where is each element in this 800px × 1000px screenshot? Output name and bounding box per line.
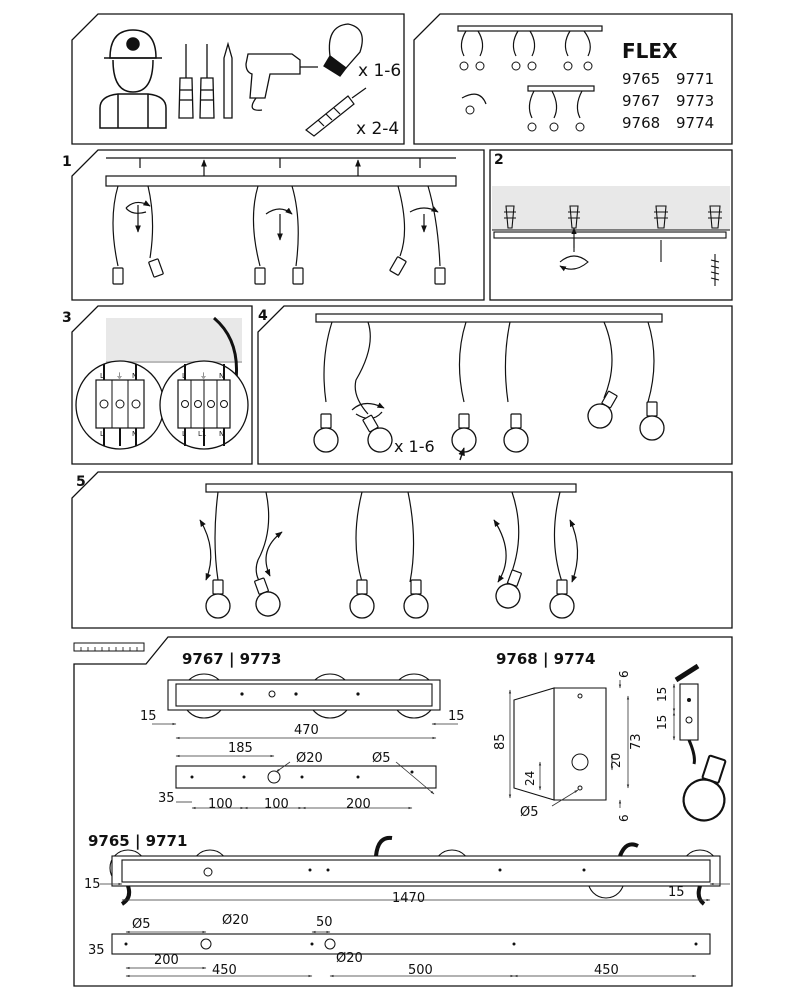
lamp-preview-3 [461, 85, 595, 119]
dimension-label: 35 [88, 943, 105, 958]
dimension-label: 185 [228, 741, 253, 756]
tools-panel: x 1-6 x 2-4 [71, 13, 405, 145]
dimension-label: 15 [84, 877, 101, 892]
dimension-label: 450 [212, 963, 237, 978]
dimension-label: 100 [264, 797, 289, 812]
wiring-detail-2: L ⏚ N L L1 N [159, 360, 249, 450]
step-1-panel: 1 [62, 149, 485, 301]
terminal-label: L [100, 430, 104, 438]
screwdriver-icon [178, 44, 215, 119]
drill-icon [245, 53, 318, 111]
product-name: FLEX [622, 39, 678, 63]
dimension-label: Ø5 [520, 805, 539, 820]
dimension-label: 24 [523, 771, 537, 786]
step-number: 5 [76, 474, 86, 490]
product-code: 9773 [676, 92, 714, 110]
step-3-panel: 3 L ⏚ N L N L ⏚ N L L1 N [62, 305, 253, 465]
step-2-panel: 2 [489, 149, 733, 301]
dimension-label: Ø20 [296, 751, 323, 766]
terminal-label: L [182, 430, 186, 438]
dimension-label: 15 [655, 687, 669, 702]
bulb-quantity: x 1-6 [358, 61, 401, 81]
terminal-label: ⏚ [116, 372, 123, 380]
product-code: 9765 [622, 70, 660, 88]
terminal-label: N [132, 430, 137, 438]
dimension-label: 200 [154, 953, 179, 968]
lamp-preview-6 [457, 25, 603, 57]
dimension-label: 50 [316, 915, 333, 930]
model-title: 9768 | 9774 [496, 650, 595, 669]
terminal-label: N [219, 372, 224, 380]
bulb-quantity: x 1-6 [394, 437, 435, 456]
dimension-label: 200 [346, 797, 371, 812]
terminal-label: L1 [198, 430, 206, 438]
pencil-icon [223, 41, 233, 119]
dimension-label: 15 [448, 709, 465, 724]
dimension-label: Ø20 [222, 913, 249, 928]
dimension-label: 6 [617, 670, 631, 678]
dowel-icon [305, 87, 367, 137]
dimension-label: Ø20 [336, 951, 363, 966]
bulb-icon [323, 23, 363, 77]
dimension-label: 85 [493, 733, 508, 750]
wiring-detail-1: L ⏚ N L N [75, 360, 165, 450]
dimensions-panel: 9767 | 9773 15 15 470 185 Ø20 Ø5 [73, 636, 739, 987]
model-title: 9765 | 9771 [88, 832, 187, 851]
dimension-label: 470 [294, 723, 319, 738]
dowel-quantity: x 2-4 [356, 119, 399, 139]
dimension-label: Ø5 [132, 917, 151, 932]
product-code: 9767 [622, 92, 660, 110]
model-title: 9767 | 9773 [182, 650, 281, 669]
step-number: 1 [62, 154, 72, 170]
dimension-label: 15 [668, 885, 685, 900]
dimension-label: Ø5 [372, 751, 391, 766]
product-code: 9768 [622, 114, 660, 132]
step-number: 3 [62, 310, 72, 326]
dimension-label: 15 [655, 715, 669, 730]
product-code: 9774 [676, 114, 714, 132]
terminal-label: L [100, 372, 104, 380]
dimension-label: 450 [594, 963, 619, 978]
product-code: 9771 [676, 70, 714, 88]
step-number: 2 [494, 152, 504, 168]
terminal-label: N [132, 372, 137, 380]
dimension-label: 1470 [392, 891, 425, 906]
dimension-label: 73 [629, 733, 644, 750]
step-4-panel: 4 x 1-6 [257, 305, 733, 465]
dimension-label: 15 [140, 709, 157, 724]
terminal-label: L [182, 372, 186, 380]
terminal-label: N [219, 430, 224, 438]
terminal-label: ⏚ [200, 372, 207, 380]
dimension-label: 6 [617, 814, 631, 822]
step-number: 4 [258, 308, 268, 324]
step-5-panel: 5 [71, 471, 733, 629]
dimension-label: 500 [408, 963, 433, 978]
dimension-label: 20 [609, 753, 623, 768]
dimension-label: 100 [208, 797, 233, 812]
dimension-label: 35 [158, 791, 175, 806]
product-panel: FLEX 9765 9771 9767 9773 9768 9774 [413, 13, 733, 145]
electrician-icon [99, 29, 167, 129]
